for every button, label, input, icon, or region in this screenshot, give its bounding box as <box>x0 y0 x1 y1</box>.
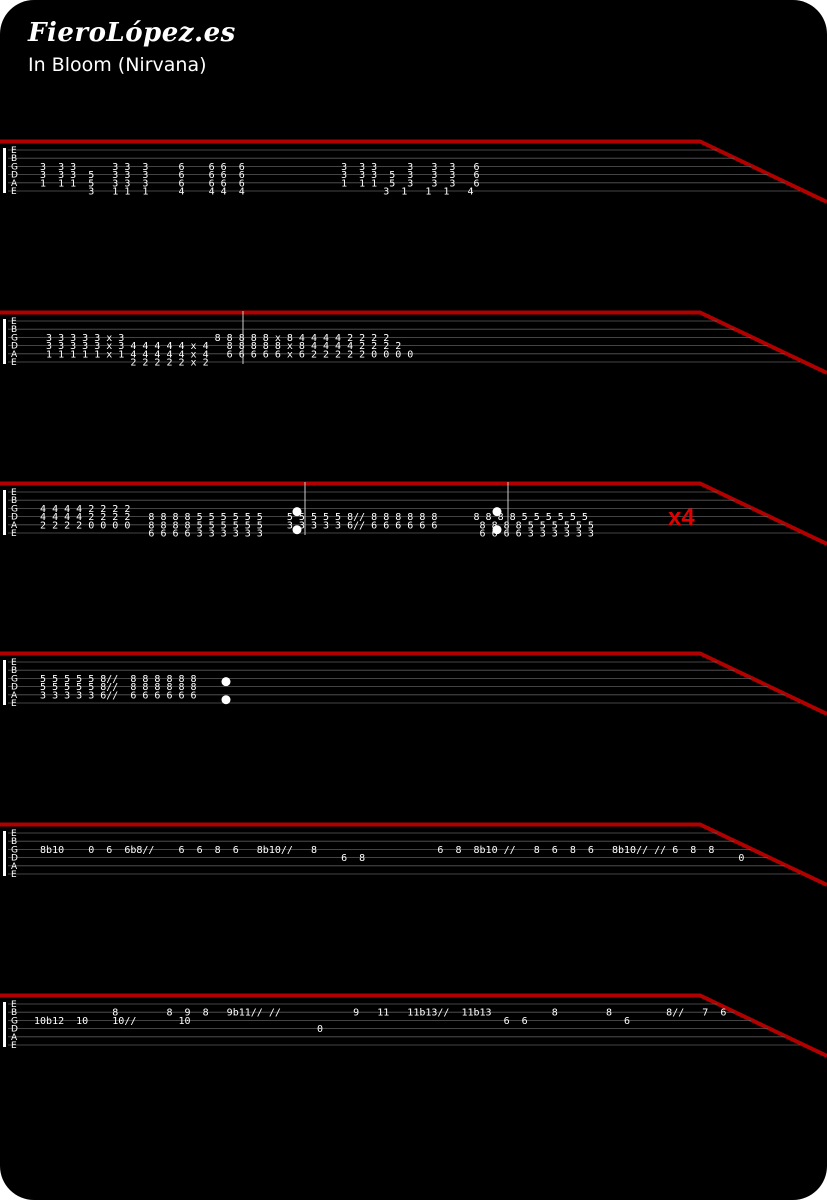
fret-row: 2 2 2 2 0 0 0 0 8 8 8 8 5 5 5 5 5 5 3 3 … <box>28 520 594 531</box>
string-name: E <box>11 829 17 839</box>
string-name: G <box>11 162 18 172</box>
string-name: D <box>11 342 18 352</box>
staff-frame <box>0 139 827 204</box>
fret-row: 6 8 0 <box>28 853 744 864</box>
song-title: In Bloom (Nirvana) <box>28 54 207 76</box>
string-name: E <box>11 658 17 668</box>
fret-row: 3 3 3 3 3 3 6 6 6 6 3 3 3 3 3 3 6 <box>28 162 480 173</box>
fret-row: 1 1 1 1 1 x 1 4 4 4 4 4 x 4 6 6 6 6 6 x … <box>28 349 413 360</box>
string-name: B <box>11 154 17 164</box>
fret-row: 6 6 6 6 3 3 3 3 3 3 6 6 6 6 3 3 3 3 3 3 <box>28 529 594 540</box>
string-name: G <box>11 845 18 855</box>
string-name: A <box>11 179 18 189</box>
repeat-dot <box>492 525 502 535</box>
string-name: B <box>11 837 17 847</box>
system-bracket <box>3 660 6 705</box>
repeat-dot <box>292 525 302 535</box>
string-name: A <box>11 350 18 360</box>
fret-row: 4 4 4 4 2 2 2 2 8 8 8 8 5 5 5 5 5 5 5 5 … <box>28 512 588 523</box>
string-name: B <box>11 496 17 506</box>
system-bracket <box>3 831 6 876</box>
repeat-dot <box>292 507 302 517</box>
string-name: E <box>11 699 17 709</box>
fret-row: 4 4 4 4 2 2 2 2 <box>28 504 130 515</box>
site-logo[interactable]: FieroLópez.es <box>28 18 236 48</box>
tab-staff: EB 8 8 9 8 9b11// // 9 11 11b13// 11b13 … <box>0 993 827 1058</box>
string-name: D <box>11 513 18 523</box>
repeat-dot <box>221 695 231 705</box>
fret-row: 1 1 1 5 3 3 3 6 6 6 6 1 1 1 5 3 3 3 6 <box>28 178 480 189</box>
system-bracket <box>3 148 6 193</box>
tab-staff: EBG 3 3 3 3 3 3 6 6 6 6 3 3 3 3 3 3 6D 3… <box>0 139 827 204</box>
system-bracket <box>3 490 6 535</box>
string-name: G <box>11 333 18 343</box>
string-name: D <box>11 171 18 181</box>
fret-row: 3 3 3 3 3 x 3 4 4 4 4 4 x 4 8 8 8 8 8 x … <box>28 341 401 352</box>
string-name: E <box>11 358 17 368</box>
string-name: A <box>11 691 18 701</box>
fret-row: 3 3 3 5 3 3 3 6 6 6 6 3 3 3 5 3 3 3 6 <box>28 170 480 181</box>
string-name: D <box>11 683 18 693</box>
string-name: E <box>11 870 17 880</box>
string-name: E <box>11 146 17 156</box>
repeat-dot <box>492 507 502 517</box>
fret-row: 10b12 10 10// 10 6 6 6 <box>28 1016 630 1027</box>
staff-frame <box>0 481 827 546</box>
string-name: B <box>11 325 17 335</box>
tab-staff: EBG 8b10 0 6 6b8// 6 6 8 6 8b10// 8 6 8 … <box>0 822 827 887</box>
string-name: B <box>11 666 17 676</box>
tab-staff: EBG 3 3 3 3 3 x 3 8 8 8 8 8 x 8 4 4 4 4 … <box>0 310 827 375</box>
fret-row: 3 1 1 1 4 4 4 4 3 1 1 1 4 <box>28 187 474 198</box>
repeat-count: x4 <box>668 504 695 531</box>
fret-row: 2 2 2 2 2 x 2 <box>28 358 209 369</box>
fret-row: 3 3 3 3 3 x 3 8 8 8 8 8 x 8 4 4 4 4 2 2 … <box>28 333 389 344</box>
string-name: D <box>11 854 18 864</box>
string-name: E <box>11 529 17 539</box>
string-name: D <box>11 1025 18 1035</box>
system-bracket <box>3 319 6 364</box>
fret-row: 0 <box>28 1024 323 1035</box>
string-name: B <box>11 1008 17 1018</box>
string-name: E <box>11 1000 17 1010</box>
tab-staff: EBG 4 4 4 4 2 2 2 2D 4 4 4 4 2 2 2 2 8 8… <box>0 481 827 546</box>
string-name: G <box>11 674 18 684</box>
staff-frame <box>0 993 827 1058</box>
staff-frame <box>0 822 827 887</box>
string-name: E <box>11 187 17 197</box>
string-name: E <box>11 317 17 327</box>
staff-frame <box>0 310 827 375</box>
string-name: A <box>11 1033 18 1043</box>
string-name: E <box>11 488 17 498</box>
fret-row: 5 5 5 5 5 8// 8 8 8 8 8 8 <box>28 682 197 693</box>
string-name: G <box>11 1016 18 1026</box>
string-name: E <box>11 1041 17 1051</box>
fret-row: 5 5 5 5 5 8// 8 8 8 8 8 8 <box>28 674 197 685</box>
repeat-dot <box>221 677 231 687</box>
system-bracket <box>3 1002 6 1047</box>
fret-row: 8 8 9 8 9b11// // 9 11 11b13// 11b13 8 8… <box>28 1008 726 1019</box>
fret-row: 3 3 3 3 3 6// 6 6 6 6 6 6 <box>28 690 197 701</box>
string-name: A <box>11 521 18 531</box>
string-name: G <box>11 504 18 514</box>
tab-staff: EBG 5 5 5 5 5 8// 8 8 8 8 8 8D 5 5 5 5 5… <box>0 651 827 716</box>
fret-row: 8b10 0 6 6b8// 6 6 8 6 8b10// 8 6 8 8b10… <box>28 845 714 856</box>
staff-frame <box>0 651 827 716</box>
string-name: A <box>11 862 18 872</box>
